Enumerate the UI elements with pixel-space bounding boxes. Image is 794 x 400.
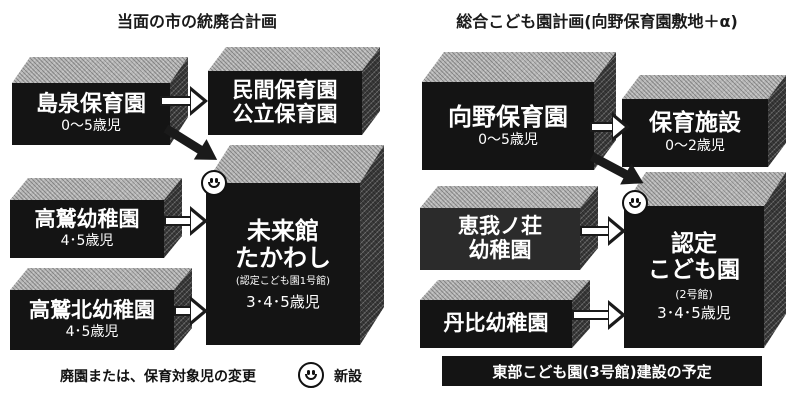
nintei-note: (2号館) [675,287,713,301]
egano-line1: 恵我ノ荘 [458,214,542,239]
arrow-tanhi-to-nintei [572,300,626,330]
current-plan-title: 当面の市の統廃合計画 [116,12,277,31]
shimaizumi-name: 島泉保育園 [35,91,146,117]
arrow-mukaino-to-hoiku [590,112,630,142]
takawashi-youchien-ages: 4･5歳児 [60,232,114,249]
legend-smiley-icon [298,362,324,388]
hoiku-shisetsu-name: 保育施設 [649,110,741,137]
tanhi-box: 丹比幼稚園 [420,280,590,348]
integrated-plan-panel: 総合こども園計画(向野保育園敷地＋α) 向野保育園 0〜5歳児 保育施設 0〜2… [400,0,794,400]
current-plan-panel: 当面の市の統廃合計画 島泉保育園 0〜5歳児 民間保育園 公立保育園 高鷲幼稚園… [0,0,394,400]
minkan-line1: 民間保育園 [232,78,338,103]
nintei-line2: こども園 [648,256,740,283]
minkan-box: 民間保育園 公立保育園 [208,47,380,135]
new-smiley-icon [201,170,227,196]
takawashi-youchien-name: 高鷲幼稚園 [34,207,140,232]
arrow-takawashi-to-mirai [164,206,208,236]
mirai-box: 未来館 たかわし (認定こども園1号館) 3･4･5歳児 [206,145,384,345]
new-smiley-icon [622,190,648,216]
tanhi-name: 丹比幼稚園 [443,311,549,336]
mukaino-name: 向野保育園 [448,102,568,131]
arrow-shimaizumi-to-minkan [160,86,208,116]
east-kodomoen-banner: 東部こども園(3号館)建設の予定 [442,356,762,386]
legend-closure-text: 廃園または、保育対象児の変更 [60,369,256,385]
shimaizumi-ages: 0〜5歳児 [61,118,121,135]
hoiku-shisetsu-box: 保育施設 0〜2歳児 [622,75,786,167]
mirai-note: (認定こども園1号館) [235,276,331,288]
mirai-line1: 未来館 [247,216,319,245]
hoiku-shisetsu-ages: 0〜2歳児 [665,138,725,155]
takawashi-youchien-box: 高鷲幼稚園 4･5歳児 [10,178,182,258]
egano-box: 恵我ノ荘 幼稚園 [420,186,598,270]
mirai-line2: たかわし [235,243,331,272]
mukaino-ages: 0〜5歳児 [478,131,538,148]
takawashi-kita-ages: 4･5歳児 [65,323,119,340]
minkan-line2: 公立保育園 [232,102,338,126]
legend-new-text: 新設 [334,369,362,385]
nintei-box: 認定 こども園 (2号館) 3･4･5歳児 [624,172,786,348]
takawashi-kita-box: 高鷲北幼稚園 4･5歳児 [10,268,192,350]
arrow-takawashi-kita-to-mirai [174,296,208,326]
takawashi-kita-name: 高鷲北幼稚園 [29,298,155,323]
integrated-plan-title: 総合こども園計画(向野保育園敷地＋α) [456,12,738,31]
arrow-egano-to-nintei [580,216,626,246]
nintei-ages: 3･4･5歳児 [657,304,731,322]
egano-line2: 幼稚園 [468,238,532,262]
mukaino-box: 向野保育園 0〜5歳児 [422,52,616,170]
mirai-ages: 3･4･5歳児 [246,292,320,311]
shimaizumi-box: 島泉保育園 0〜5歳児 [12,57,188,145]
nintei-line1: 認定 [671,231,717,258]
